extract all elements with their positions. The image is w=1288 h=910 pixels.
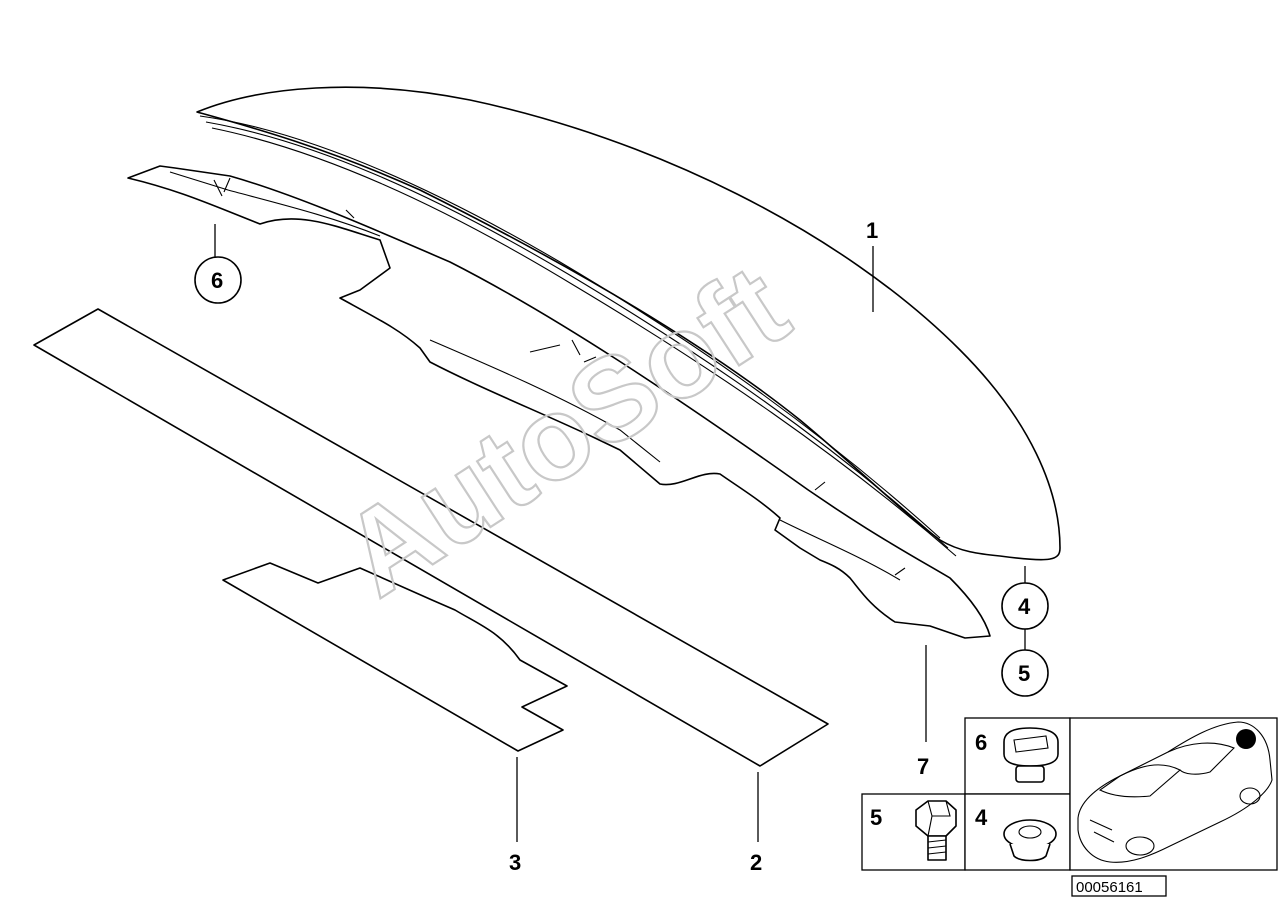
rubber-grommet-icon [1003,819,1057,862]
diagram-id-box: 00056161 [1071,875,1167,897]
location-marker-icon [1236,729,1256,749]
callout-3: 3 [509,850,521,875]
adhesive-pad-icon [222,562,568,752]
callout-2: 2 [750,850,762,875]
inset-label-6: 6 [975,730,987,755]
diagram-id: 00056161 [1076,879,1143,896]
callout-4-label: 4 [1018,594,1031,619]
spoiler-underside-trim-icon [127,165,991,639]
rear-spoiler-icon [196,86,1061,561]
leader-lines [214,224,1026,842]
callout-6: 6 [194,256,242,304]
callout-5-label: 5 [1018,661,1030,686]
adhesive-strip-icon [33,308,829,767]
callout-6-label: 6 [211,268,223,293]
callout-5: 5 [1001,649,1049,697]
clip-nut-icon [1003,727,1059,783]
hex-bolt-icon [915,800,957,861]
inset-label-5: 5 [870,805,882,830]
inset-parts-table: 6 5 4 [861,717,1278,871]
callout-1: 1 [866,218,878,243]
callout-4: 4 [1001,582,1049,630]
inset-label-4: 4 [975,805,988,830]
car-silhouette-icon [1077,721,1273,863]
callout-7: 7 [917,754,929,779]
